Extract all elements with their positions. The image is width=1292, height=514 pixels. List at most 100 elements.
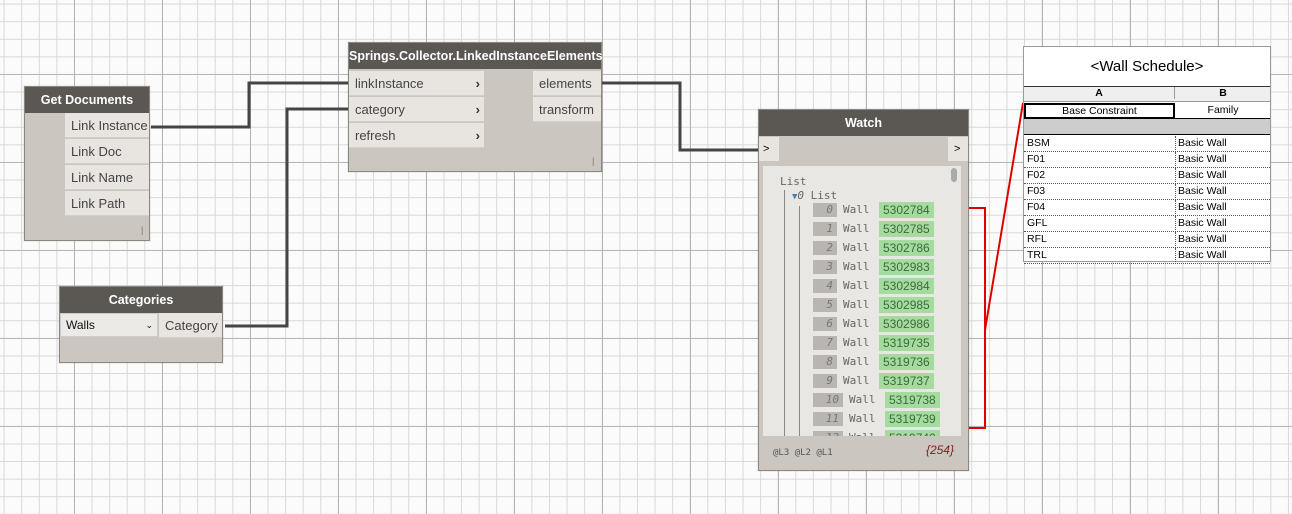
item-element-id: 5319735	[879, 335, 934, 351]
base-constraint-cell: F03	[1027, 185, 1046, 197]
base-constraint-cell: F04	[1027, 201, 1046, 213]
item-type: Wall	[843, 222, 870, 235]
wire-category	[225, 107, 349, 328]
item-element-id: 5319738	[885, 392, 940, 408]
schedule-row[interactable]: GFL Basic Wall	[1024, 216, 1270, 232]
base-constraint-cell: TRL	[1027, 249, 1047, 261]
output-port-transform[interactable]: transform	[533, 97, 601, 122]
wall-schedule: <Wall Schedule> A B Base Constraint Fami…	[1023, 46, 1271, 264]
column-letter-a[interactable]: A	[1024, 87, 1175, 99]
schedule-row[interactable]: F02 Basic Wall	[1024, 168, 1270, 184]
node-title: Categories	[60, 287, 222, 313]
item-type: Wall	[843, 203, 870, 216]
wire-elements	[602, 81, 758, 152]
chevron-right-icon: ›	[475, 128, 480, 143]
item-type: Wall	[843, 241, 870, 254]
item-index: 6	[813, 317, 837, 331]
item-index: 0	[813, 203, 837, 217]
list-scrollbar[interactable]	[951, 168, 957, 182]
base-constraint-cell: GFL	[1027, 217, 1048, 229]
linked-instance-elements-node[interactable]: Springs.Collector.LinkedInstanceElements…	[348, 42, 603, 172]
item-type: Wall	[843, 355, 870, 368]
output-port-category[interactable]: Category	[159, 313, 222, 338]
port-label: linkInstance	[355, 76, 424, 91]
dropdown-value: Walls	[66, 318, 95, 332]
schedule-row[interactable]: F04 Basic Wall	[1024, 200, 1270, 216]
schedule-row[interactable]: BSM Basic Wall	[1024, 136, 1270, 152]
base-constraint-cell: BSM	[1027, 137, 1050, 149]
sublist-header[interactable]: ▼0 List	[792, 188, 837, 204]
column-letter-b[interactable]: B	[1219, 87, 1227, 99]
item-type: Wall	[849, 430, 876, 436]
item-type: Wall	[849, 393, 876, 406]
port-label: category	[355, 102, 405, 117]
input-port-refresh[interactable]: refresh ›	[349, 123, 484, 148]
output-port-link-instance[interactable]: Link Instance	[65, 113, 149, 138]
output-port-link-doc[interactable]: Link Doc	[65, 139, 149, 164]
expand-triangle-icon[interactable]: ▼	[792, 192, 798, 202]
item-element-id: 5302983	[879, 259, 934, 275]
chevron-right-icon: ›	[475, 102, 480, 117]
output-port-elements[interactable]: elements	[533, 71, 601, 96]
family-cell: Basic Wall	[1178, 137, 1227, 149]
get-documents-node[interactable]: Get Documents Link Instance Link Doc Lin…	[24, 86, 150, 241]
family-cell: Basic Wall	[1178, 169, 1227, 181]
item-type: Wall	[849, 412, 876, 425]
category-dropdown[interactable]: Walls ⌄	[60, 313, 158, 337]
base-constraint-cell: RFL	[1027, 233, 1047, 245]
item-type: Wall	[843, 374, 870, 387]
item-index: 1	[813, 222, 837, 236]
schedule-row[interactable]: F03 Basic Wall	[1024, 184, 1270, 200]
input-port[interactable]: >	[759, 137, 779, 161]
base-constraint-cell: F02	[1027, 169, 1046, 181]
family-cell: Basic Wall	[1178, 201, 1227, 213]
resize-grip[interactable]: |	[141, 225, 144, 235]
item-type: Wall	[843, 317, 870, 330]
item-type: Wall	[843, 298, 870, 311]
node-title: Springs.Collector.LinkedInstanceElements	[349, 43, 603, 69]
sublist-label: List	[810, 189, 838, 202]
family-cell: Basic Wall	[1178, 185, 1227, 197]
level-l1: @L1	[816, 448, 833, 458]
level-indicators: @L3 @L2 @L1	[773, 448, 833, 458]
item-index: 7	[813, 336, 837, 350]
wire-link-instance	[151, 81, 349, 129]
item-index: 3	[813, 260, 837, 274]
level-l3: @L3	[773, 448, 790, 458]
item-element-id: 5302786	[879, 240, 934, 256]
item-index: 11	[813, 412, 843, 426]
column-header-family[interactable]: Family	[1207, 104, 1239, 116]
schedule-row[interactable]: RFL Basic Wall	[1024, 232, 1270, 248]
family-cell: Basic Wall	[1178, 233, 1227, 245]
port-label: refresh	[355, 128, 396, 143]
level-l2: @L2	[794, 448, 811, 458]
output-port[interactable]: >	[948, 137, 968, 161]
item-element-id: 5302984	[879, 278, 934, 294]
item-element-id: 5319740	[885, 430, 940, 436]
input-port-linkinstance[interactable]: linkInstance ›	[349, 71, 484, 96]
item-index: 2	[813, 241, 837, 255]
item-element-id: 5319739	[885, 411, 940, 427]
item-index: 9	[813, 374, 837, 388]
item-index: 12	[813, 431, 843, 436]
input-port-category[interactable]: category ›	[349, 97, 484, 122]
family-cell: Basic Wall	[1178, 217, 1227, 229]
item-index: 10	[813, 393, 843, 407]
resize-grip[interactable]: |	[592, 156, 595, 166]
sublist-index: 0	[797, 189, 805, 202]
categories-node[interactable]: Categories Walls ⌄ Category	[59, 286, 223, 363]
item-index: 5	[813, 298, 837, 312]
column-header-base-constraint[interactable]: Base Constraint	[1024, 103, 1175, 119]
item-type: Wall	[843, 336, 870, 349]
list-root-label: List	[780, 175, 807, 188]
family-cell: Basic Wall	[1178, 153, 1227, 165]
output-port-link-name[interactable]: Link Name	[65, 165, 149, 190]
item-count: {254}	[925, 443, 954, 457]
item-type: Wall	[843, 279, 870, 292]
chevron-right-icon: ›	[475, 76, 480, 91]
output-port-link-path[interactable]: Link Path	[65, 191, 149, 216]
